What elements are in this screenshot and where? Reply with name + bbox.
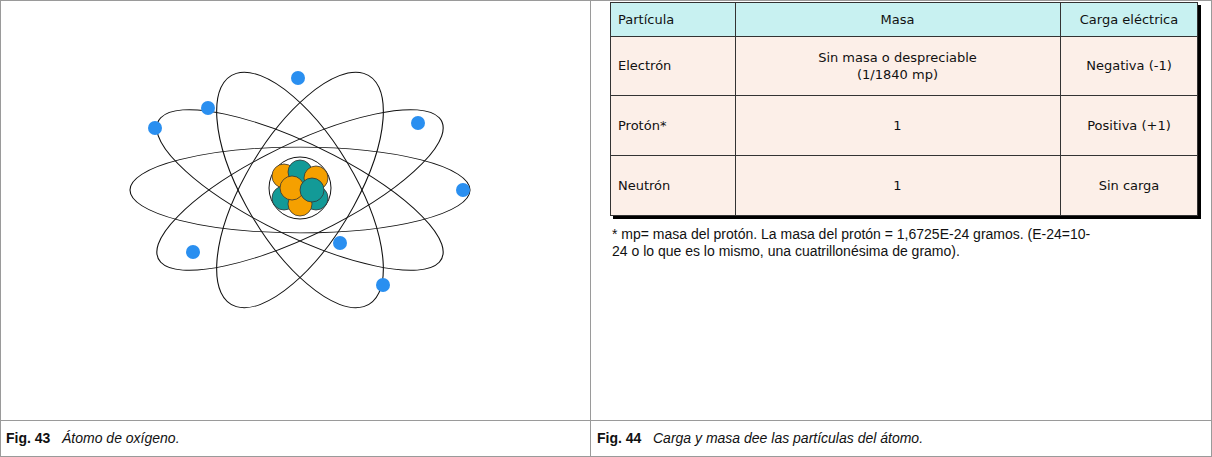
table-cell: 1 bbox=[735, 155, 1060, 216]
table-cell: Neutrón bbox=[610, 155, 735, 216]
nucleus bbox=[269, 157, 331, 219]
atom-drawing bbox=[127, 57, 472, 322]
electrons bbox=[148, 71, 470, 292]
table-cell: 1 bbox=[735, 95, 1060, 155]
table-cell: Sin masa o despreciable (1/1840 mp) bbox=[735, 36, 1060, 95]
table-cell: Sin carga bbox=[1060, 155, 1198, 216]
table-header bbox=[610, 2, 1198, 36]
figure-number: Fig. 43 bbox=[6, 429, 50, 447]
table-cell: Carga eléctrica bbox=[1060, 2, 1198, 36]
table-cell: Partícula bbox=[610, 2, 735, 36]
frame-divider bbox=[590, 0, 591, 457]
table-cell: Positiva (+1) bbox=[1060, 95, 1198, 155]
figure-caption: Átomo de oxígeno. bbox=[62, 429, 180, 447]
footnote: * mp= masa del protón. La masa del protó… bbox=[612, 226, 1104, 260]
table-cell: Negativa (-1) bbox=[1060, 36, 1198, 95]
table-cell: Masa bbox=[735, 2, 1060, 36]
table-body bbox=[610, 36, 1198, 216]
figure-caption: Carga y masa dee las partículas del átom… bbox=[653, 429, 923, 447]
table-cell: Protón* bbox=[610, 95, 735, 155]
table-cell: Electrón bbox=[610, 36, 735, 95]
figure-number: Fig. 44 bbox=[597, 429, 641, 447]
nucleons bbox=[272, 160, 328, 216]
particle-table bbox=[610, 2, 1201, 219]
frame-divider bbox=[0, 420, 1212, 421]
